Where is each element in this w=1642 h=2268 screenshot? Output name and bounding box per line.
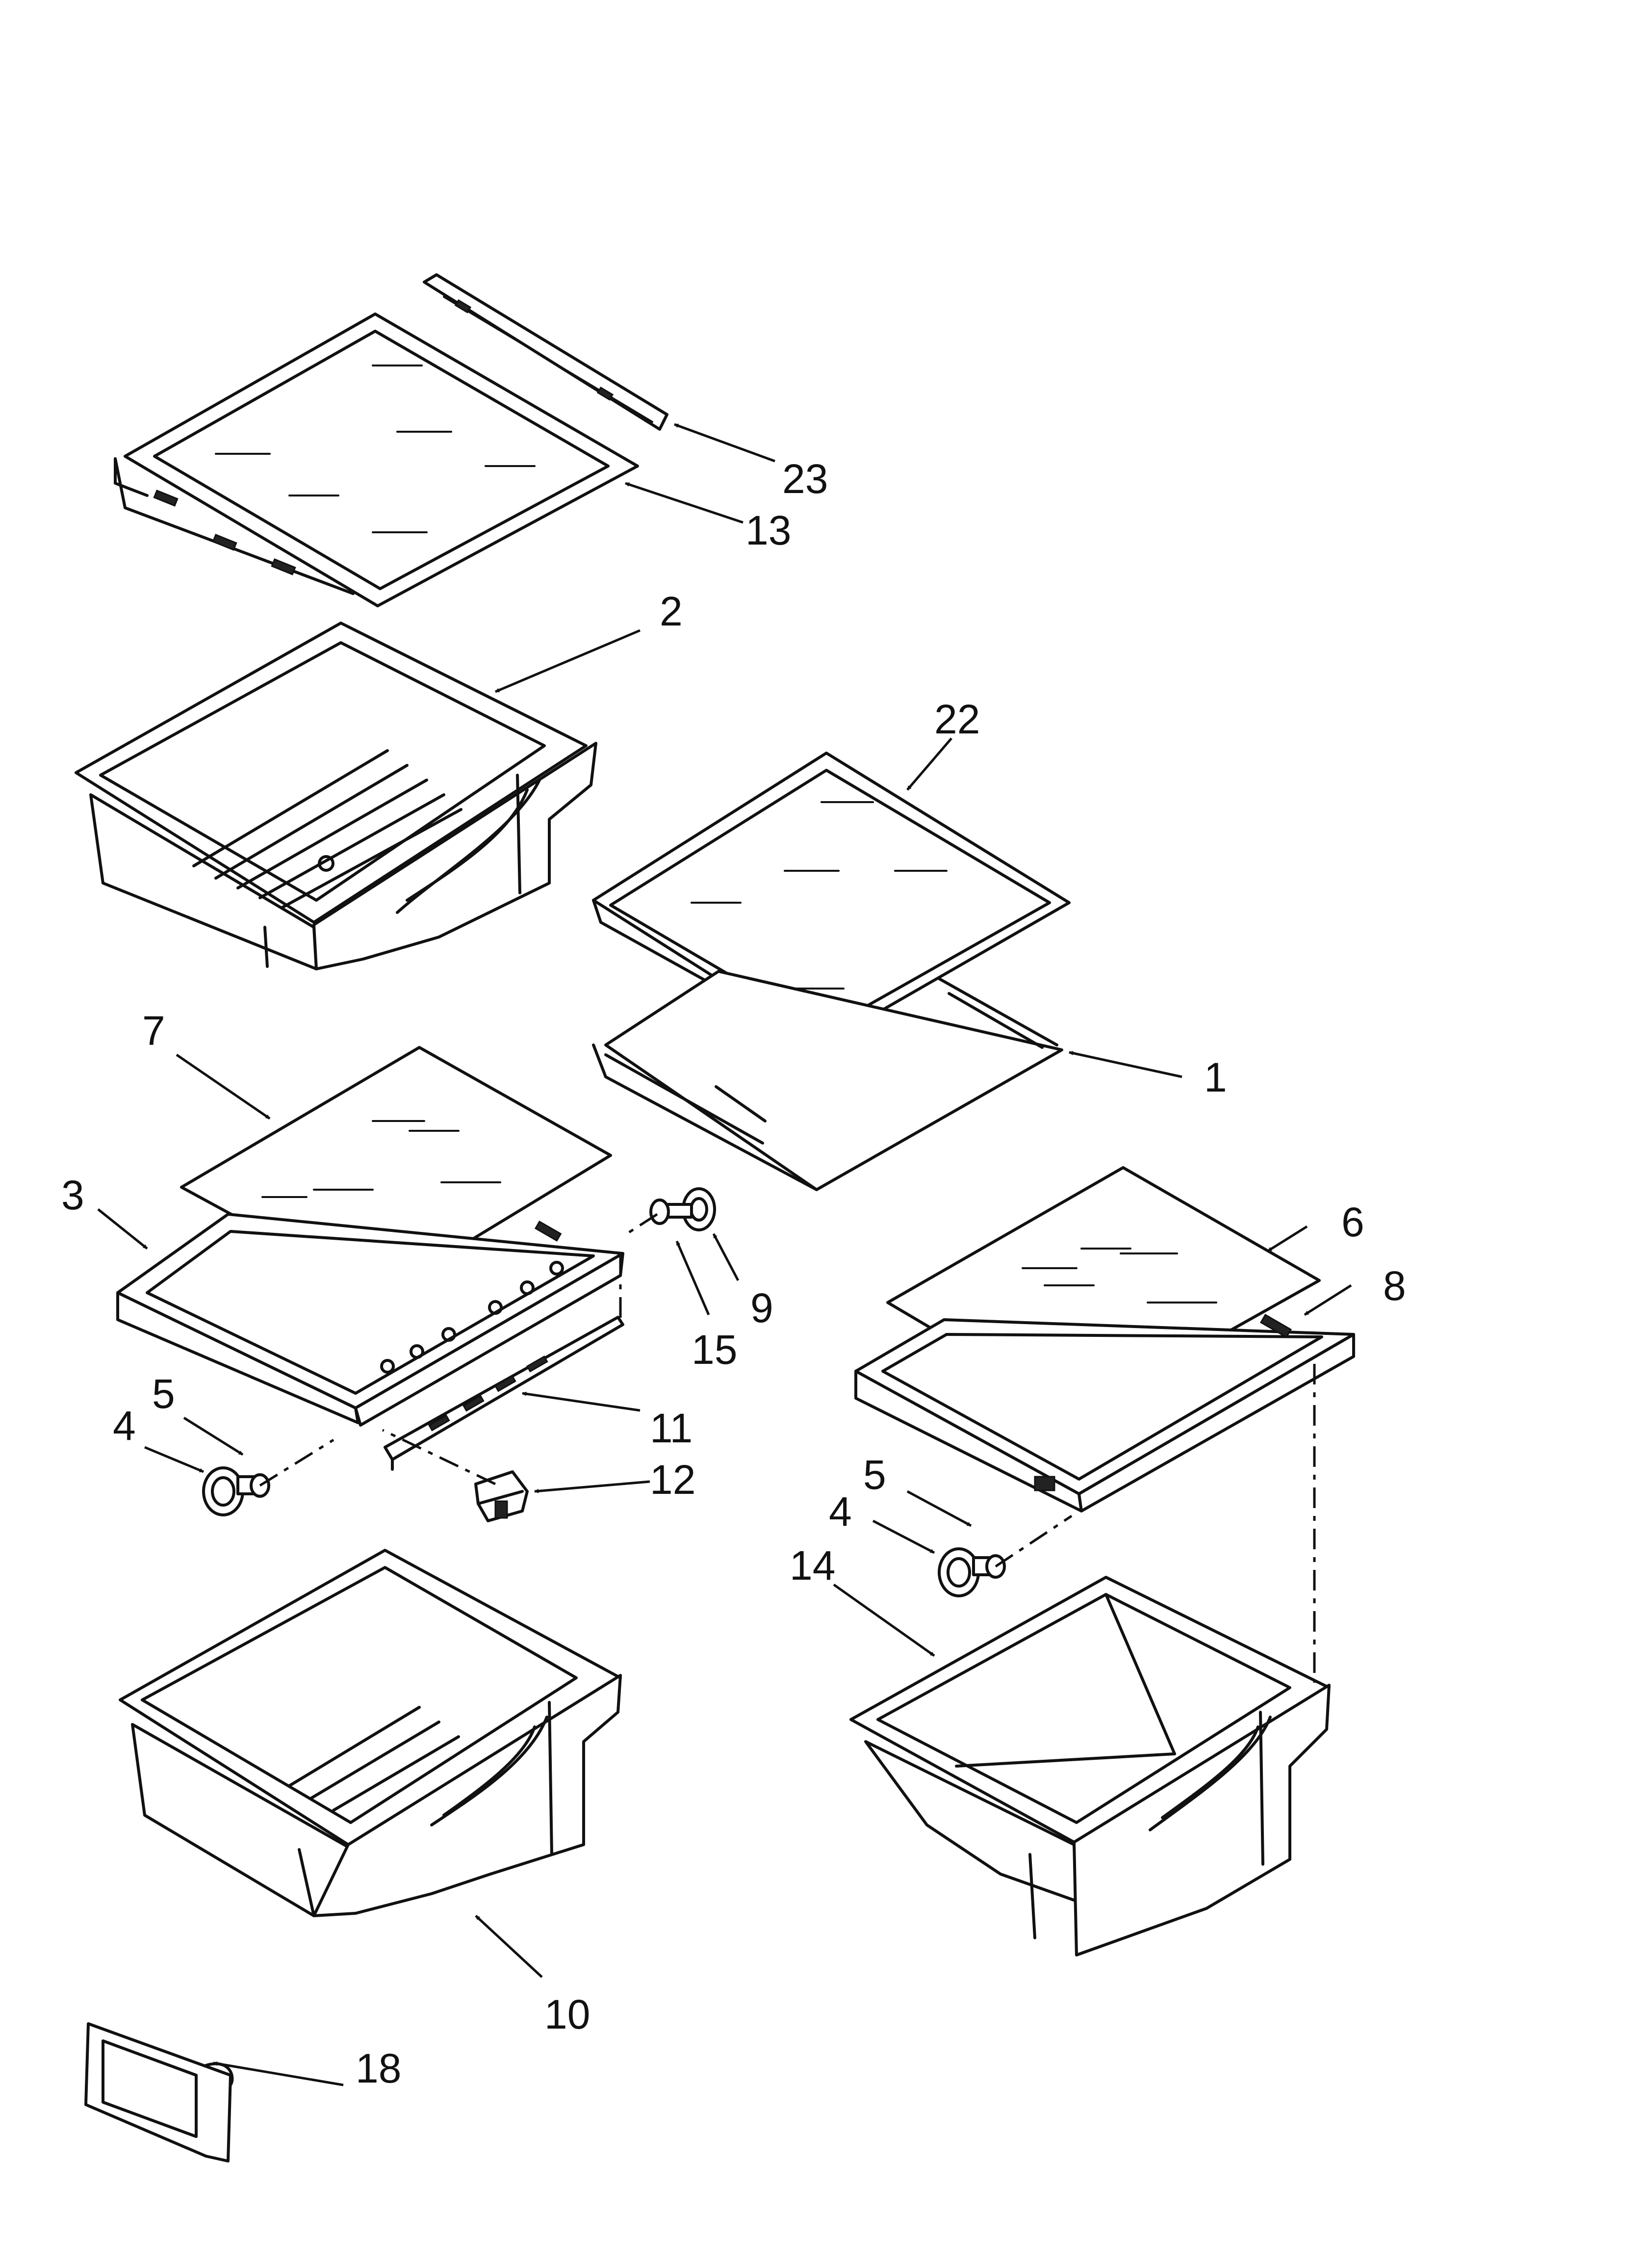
- callout-6: 6: [1341, 1199, 1364, 1245]
- lower-crisper-drawer-left: [119, 1549, 622, 1917]
- callout-8: 8: [1383, 1263, 1406, 1309]
- callout-22: 22: [934, 696, 980, 742]
- drawer-wheel-left: [202, 1466, 270, 1516]
- callout-5-left: 5: [152, 1371, 175, 1417]
- drawer-wheel-right: [938, 1547, 1006, 1597]
- callout-15: 15: [692, 1327, 737, 1373]
- cover-bracket: [384, 1316, 624, 1471]
- callout-5-right: 5: [863, 1452, 886, 1498]
- upper-crisper-drawer: [75, 622, 597, 970]
- callout-23: 23: [782, 456, 828, 502]
- callout-2: 2: [660, 588, 683, 634]
- callout-10: 10: [544, 1991, 590, 2037]
- callout-12: 12: [650, 1457, 695, 1503]
- callout-7: 7: [142, 1008, 165, 1054]
- label-card: [84, 2022, 234, 2163]
- control-clip: [474, 1470, 529, 1522]
- callout-13: 13: [745, 507, 791, 553]
- knob-assembly: [649, 1187, 716, 1231]
- callout-4-left: 4: [113, 1403, 136, 1449]
- crisper-cover-frame-right: [854, 1313, 1355, 1512]
- lower-crisper-drawer-right: [849, 1576, 1331, 1956]
- shelf-support-frame: [592, 970, 1063, 1191]
- callout-14: 14: [790, 1542, 835, 1589]
- callout-3: 3: [61, 1172, 84, 1218]
- callout-11: 11: [650, 1405, 693, 1451]
- rear-trim-strip: [423, 273, 668, 431]
- callout-1: 1: [1204, 1054, 1227, 1100]
- callout-18: 18: [356, 2045, 401, 2091]
- callout-4-right: 4: [829, 1488, 852, 1535]
- callout-9: 9: [750, 1285, 773, 1331]
- upper-glass-shelf: [114, 313, 639, 607]
- crisper-cover-frame-left: [116, 1213, 624, 1427]
